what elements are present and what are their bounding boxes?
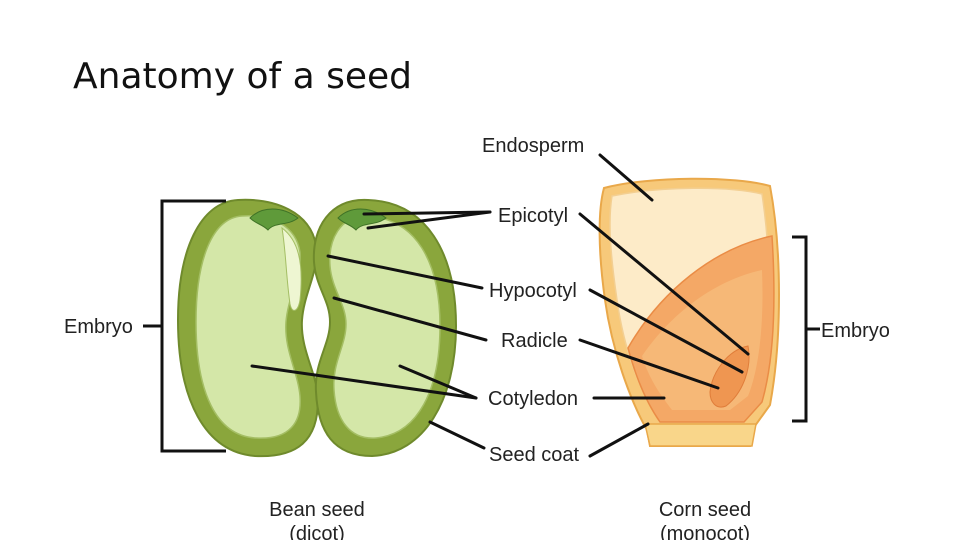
- caption-corn-name: Corn seed: [659, 499, 751, 521]
- leader-seed-coat-corn: [588, 422, 650, 458]
- corn-seed-base: [644, 423, 757, 447]
- corn-seed: [598, 177, 780, 447]
- leader-radicle-bean: [332, 296, 488, 342]
- bean-hypocotyl-left: [281, 226, 302, 311]
- label-embryo-left: Embryo: [64, 316, 133, 338]
- label-radicle: Radicle: [501, 330, 568, 352]
- bean-epicotyl-left: [249, 208, 299, 231]
- leader-epicotyl-bean-b: [366, 210, 492, 230]
- label-endosperm: Endosperm: [482, 135, 584, 157]
- leader-hypocotyl-corn: [588, 288, 744, 374]
- bean-seed: [176, 198, 458, 458]
- leader-lines: [250, 153, 750, 458]
- bean-cotyledon-right: [329, 215, 441, 439]
- caption-corn-type: (monocot): [660, 523, 750, 540]
- leader-hypocotyl-bean: [326, 254, 484, 290]
- embryo-bracket-left: [143, 199, 226, 453]
- embryo-bracket-right: [792, 235, 820, 423]
- caption-bean-type: (dicot): [289, 523, 345, 540]
- label-hypocotyl: Hypocotyl: [489, 280, 577, 302]
- label-cotyledon: Cotyledon: [488, 388, 578, 410]
- leader-epicotyl-bean-a: [362, 210, 492, 216]
- label-seed-coat: Seed coat: [489, 444, 580, 466]
- leader-endosperm: [598, 153, 654, 202]
- leader-radicle-corn: [578, 338, 720, 390]
- leader-seed-coat-bean: [428, 420, 486, 450]
- leader-epicotyl-corn: [578, 212, 750, 356]
- corn-radicle-shape: [709, 345, 750, 408]
- leader-cotyledon-bean-right: [398, 364, 478, 400]
- page-title: Anatomy of a seed: [73, 56, 413, 97]
- label-embryo-right: Embryo: [821, 320, 890, 342]
- label-epicotyl: Epicotyl: [498, 205, 568, 227]
- bean-cotyledon-left: [195, 215, 301, 439]
- leader-cotyledon-bean-left: [250, 364, 478, 400]
- caption-bean-name: Bean seed: [269, 499, 365, 521]
